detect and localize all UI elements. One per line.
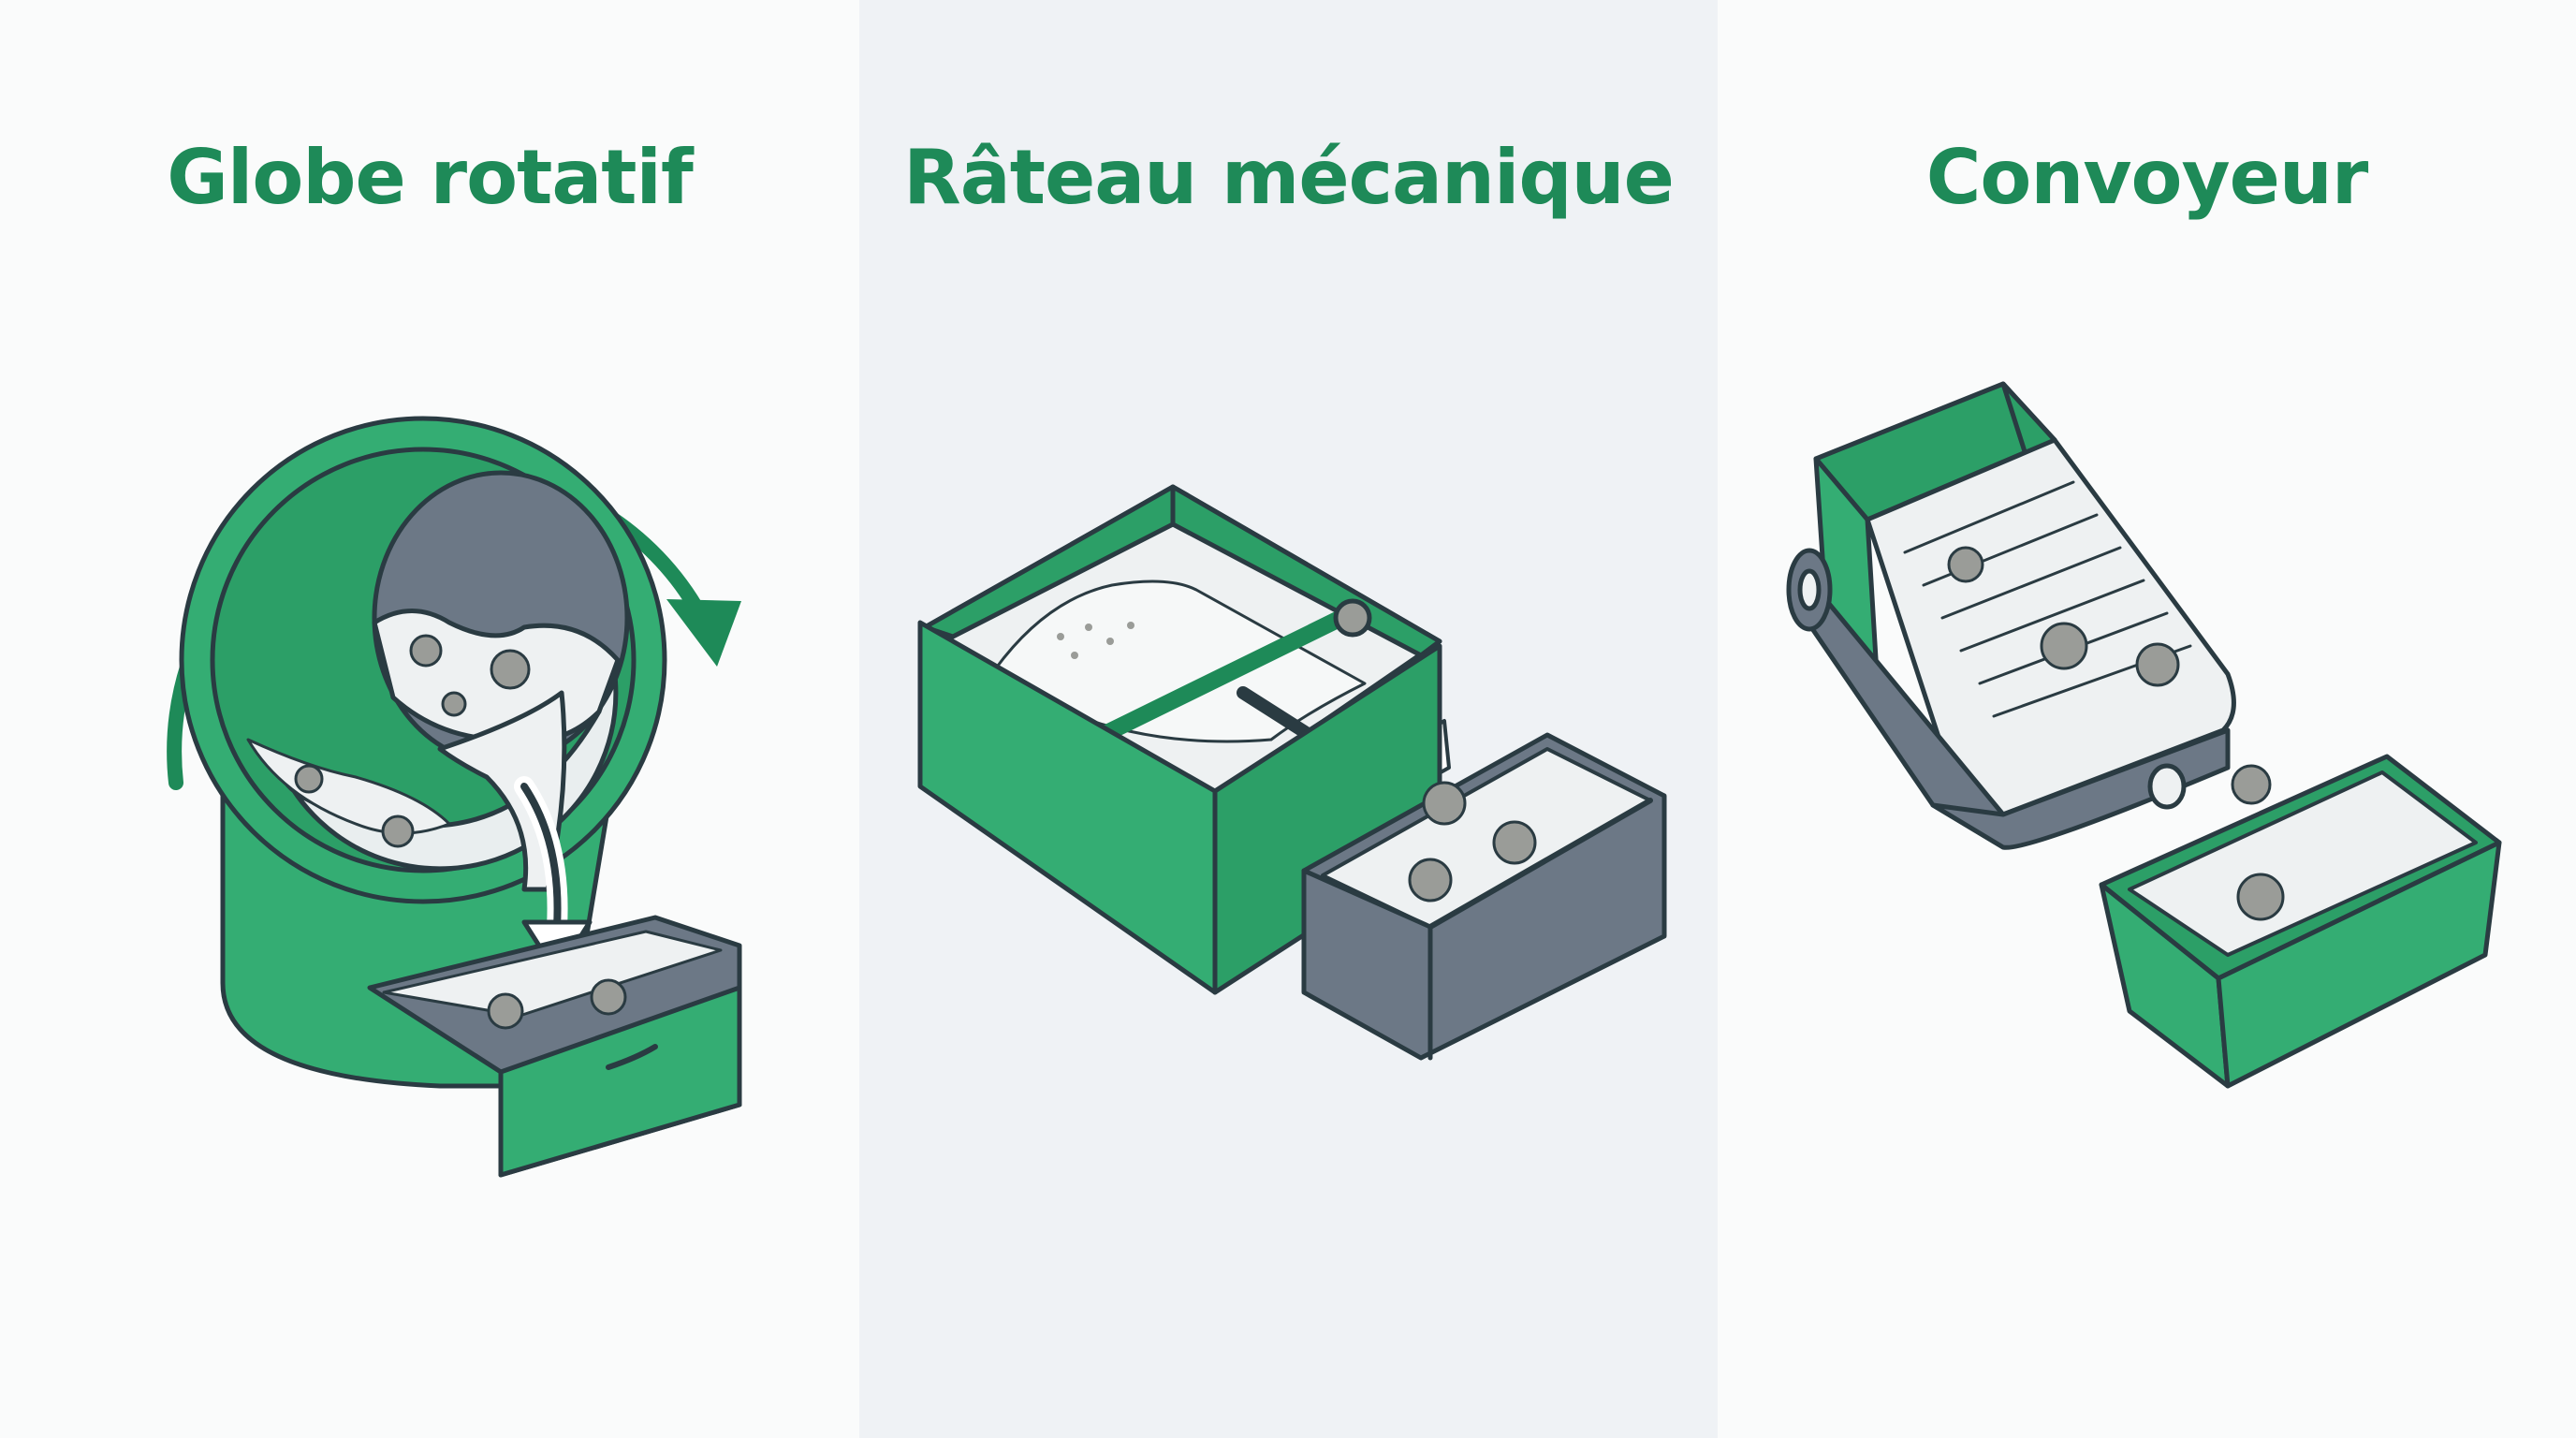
panel-conveyor: Convoyeur <box>1718 0 2576 1438</box>
mechanical-rake-litter-box-icon <box>917 484 1667 1061</box>
rotating-globe-litter-box-icon <box>167 416 742 1178</box>
panel-title-conveyor: Convoyeur <box>1925 134 2369 221</box>
panel-rotating-globe: Globe rotatif <box>0 0 859 1438</box>
conveyor-belt-litter-box-icon <box>1786 381 2502 1089</box>
panel-mechanical-rake: Râteau mécanique <box>859 0 1718 1438</box>
panel-title-rake: Râteau mécanique <box>903 134 1675 221</box>
panel-title-globe: Globe rotatif <box>167 134 694 221</box>
